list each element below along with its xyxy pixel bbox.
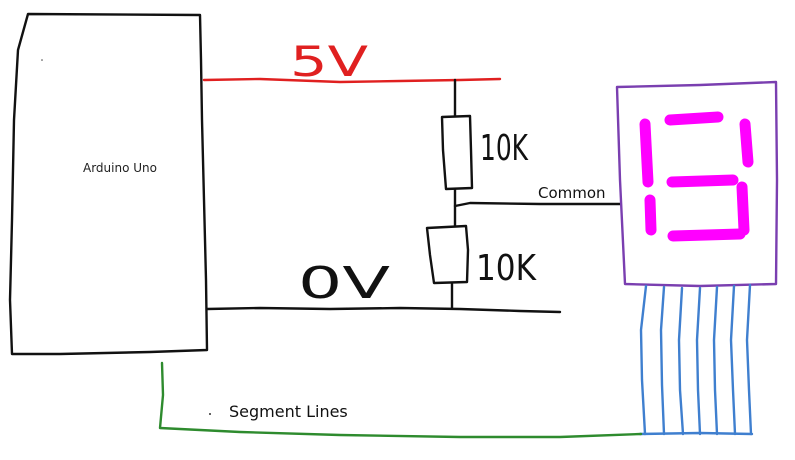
segment-e	[644, 194, 657, 236]
resistor-1-label: 10K	[480, 128, 529, 169]
segment-c	[736, 181, 750, 236]
segment-lines-label: Segment Lines	[229, 402, 348, 421]
resistor-2	[425, 224, 470, 285]
board-label: Arduino Uno	[83, 161, 157, 175]
segment-g	[666, 174, 739, 188]
bus-line-3	[677, 286, 685, 436]
display-segments	[639, 111, 754, 242]
segment-a	[664, 111, 724, 126]
bus-line-5	[712, 285, 719, 436]
segment-f	[639, 118, 654, 188]
bus-line-7	[745, 283, 753, 436]
supply-label: 5V	[290, 37, 368, 86]
common-label: Common	[538, 184, 606, 202]
resistor-1	[440, 114, 474, 191]
ground-rail	[205, 306, 562, 314]
bus-line-1	[639, 284, 648, 436]
bus-line-6	[729, 284, 737, 436]
board-dot	[41, 59, 43, 61]
arduino-board	[8, 12, 209, 356]
common-wire	[453, 201, 622, 208]
segment-d	[667, 228, 746, 242]
seven-segment-display	[615, 80, 779, 288]
ground-label: 0V	[298, 258, 390, 309]
segment-bus	[638, 283, 754, 436]
supply-rail	[202, 77, 502, 84]
bus-line-2	[659, 285, 666, 436]
bus-bottom	[638, 431, 754, 436]
segment-b	[739, 118, 754, 168]
bus-line-4	[695, 286, 702, 436]
resistor-2-label: 10K	[476, 248, 537, 289]
segment-lines-wire	[158, 361, 643, 439]
segment-dot	[209, 413, 211, 415]
